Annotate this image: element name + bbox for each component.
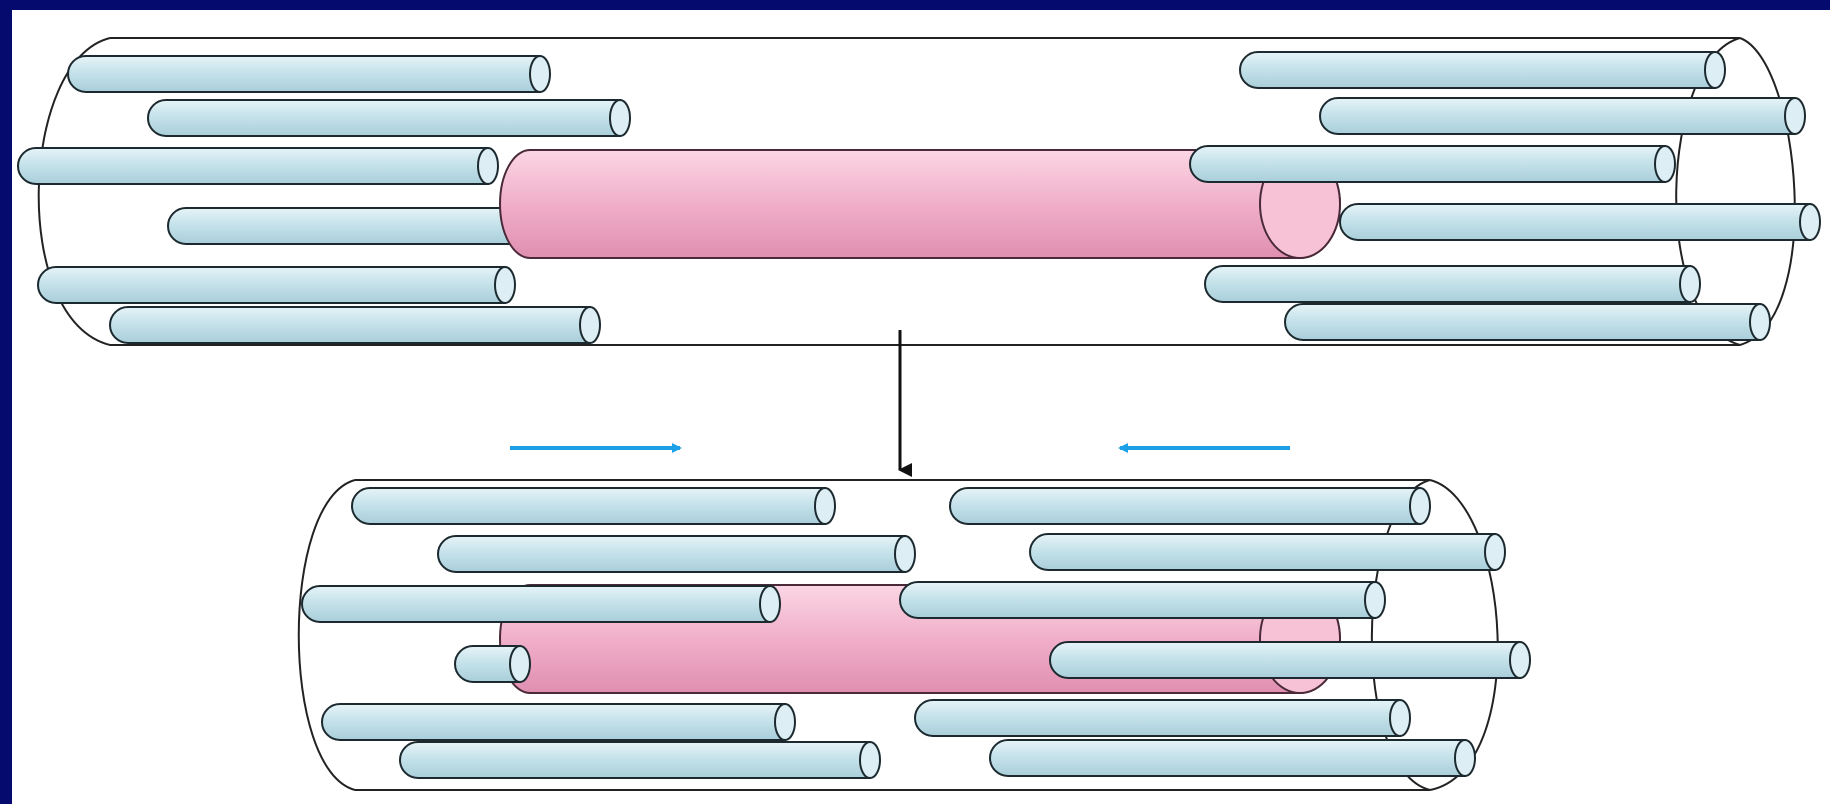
thin-filament [1284, 303, 1771, 341]
thin-filament [454, 645, 531, 683]
thin-filaments-bottom [301, 487, 1531, 779]
thin-filament [1189, 145, 1676, 183]
thin-filaments-top-right [1189, 51, 1821, 341]
thin-filament [167, 207, 531, 245]
thin-filament [899, 581, 1386, 619]
thin-filaments-top-left [17, 55, 631, 344]
thin-filament [301, 585, 781, 623]
thin-filament [147, 99, 631, 137]
thin-filament [1204, 265, 1701, 303]
thin-filament [321, 703, 796, 741]
thin-filament [1319, 97, 1806, 135]
thin-filament [437, 535, 916, 573]
thin-filament [17, 147, 499, 185]
thin-filament [989, 739, 1476, 777]
diagram-panel [12, 10, 1830, 804]
thin-filament [1239, 51, 1726, 89]
thin-filament [37, 266, 516, 304]
thin-filament [914, 699, 1411, 737]
thin-filament [1049, 641, 1531, 679]
thin-filament [1339, 203, 1821, 241]
thin-filament [399, 741, 881, 779]
relaxed-sarcomere [17, 37, 1821, 346]
thin-filament [67, 55, 551, 93]
thin-filament [109, 306, 601, 344]
contracted-sarcomere [297, 479, 1531, 791]
thin-filament [1029, 533, 1506, 571]
thin-filament [949, 487, 1431, 525]
sarcomere-contraction-diagram [17, 37, 1821, 791]
thin-filament [351, 487, 836, 525]
